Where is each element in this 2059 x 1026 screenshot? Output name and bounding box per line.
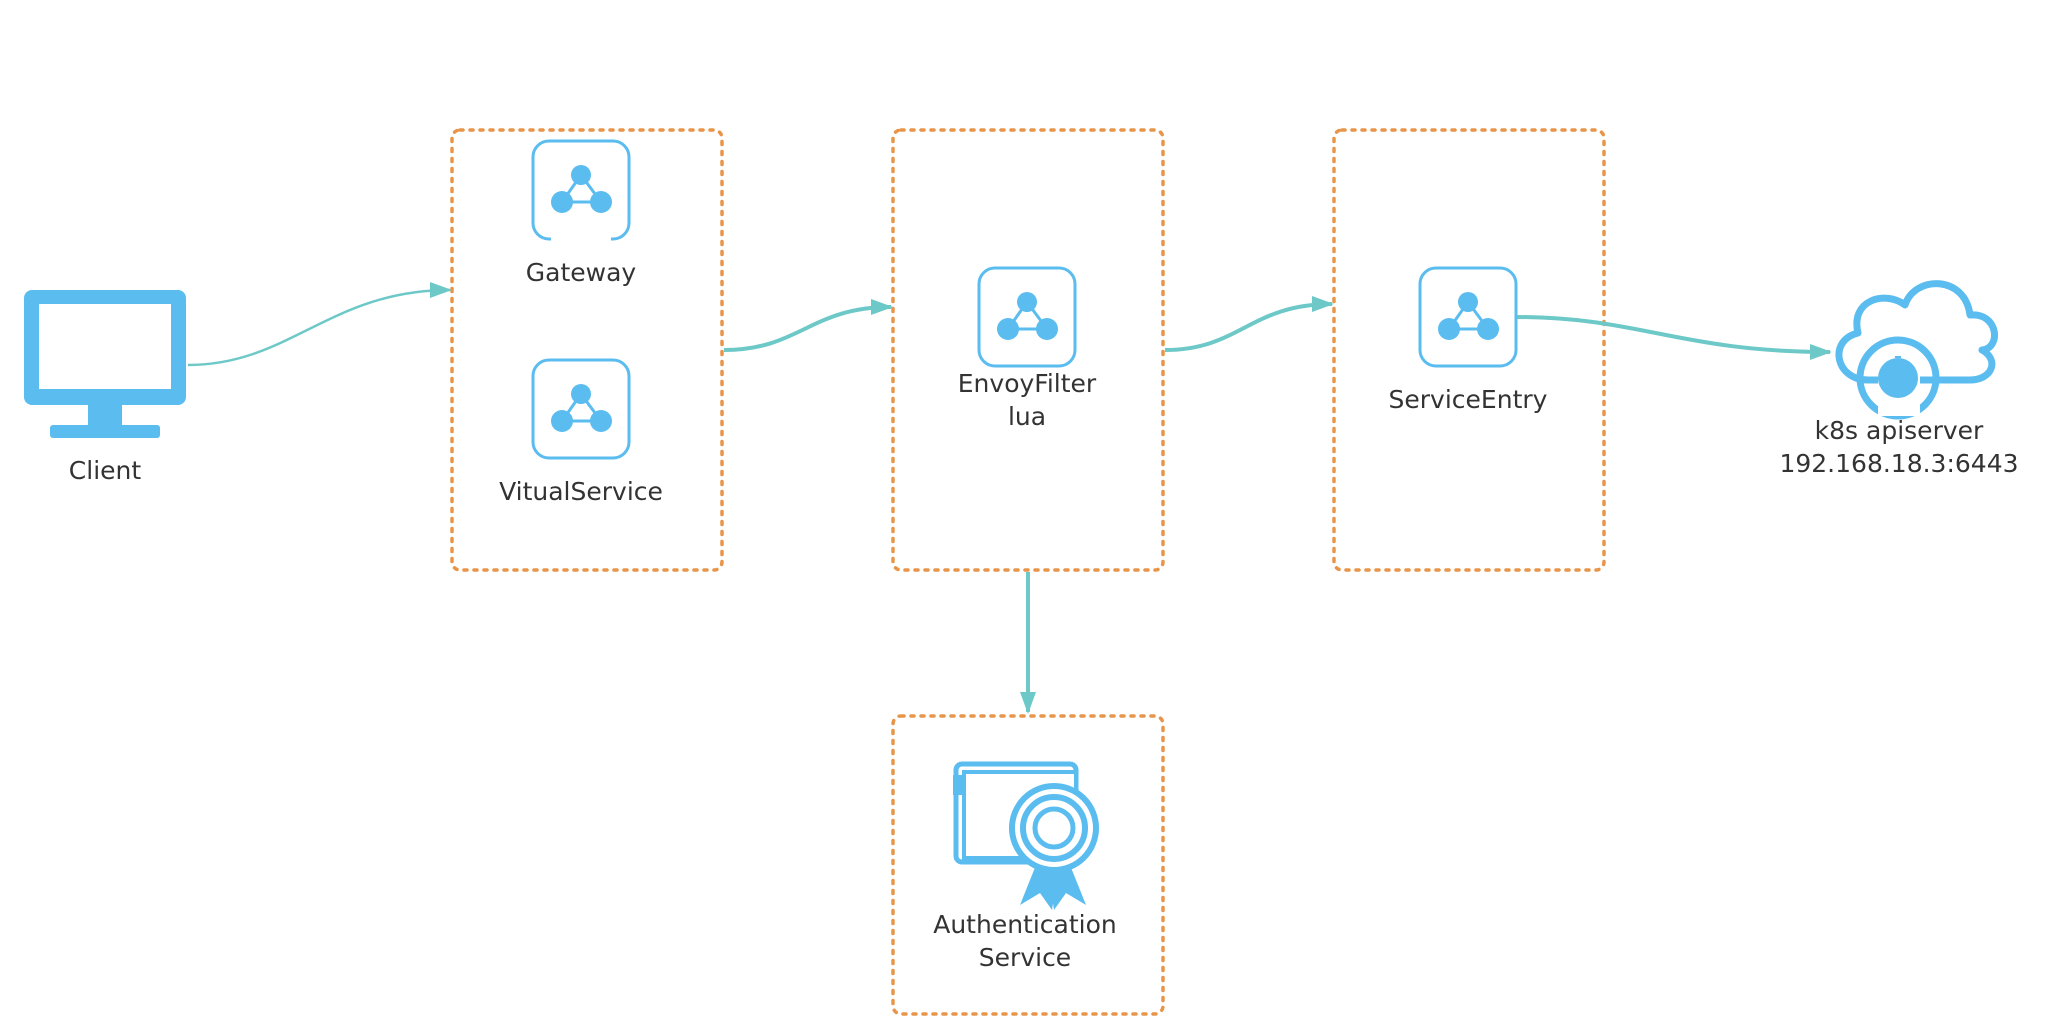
- network-node-icon: [531, 358, 631, 460]
- service-entry-group-box: [1332, 128, 1606, 572]
- k8s-apiserver-label: k8s apiserver: [1815, 416, 1984, 445]
- edge-client-to-gateway: [187, 282, 452, 367]
- envoy-filter-group-box: [891, 128, 1165, 572]
- cloud-headset-icon: [1835, 280, 1998, 420]
- client-label: Client: [69, 456, 142, 485]
- gateway-group-box: [450, 128, 724, 572]
- auth-service-label: Authentication: [933, 910, 1117, 939]
- network-node-icon: [1418, 266, 1518, 368]
- k8s-apiserver-address: 192.168.18.3:6443: [1779, 449, 2018, 478]
- gateway-label: Gateway: [526, 258, 637, 287]
- envoy-filter-sublabel: lua: [1008, 402, 1046, 431]
- virtual-service-label: VitualService: [499, 477, 663, 506]
- auth-service-sublabel: Service: [979, 943, 1071, 972]
- network-node-icon: [531, 139, 631, 241]
- certificate-icon: [953, 761, 1099, 910]
- envoy-filter-label: EnvoyFilter: [958, 369, 1097, 398]
- edge-envoyfilter-to-serviceentry: [1164, 296, 1334, 352]
- monitor-icon: [24, 290, 186, 438]
- network-node-icon: [977, 266, 1077, 368]
- edge-serviceentry-to-k8s: [1515, 315, 1832, 360]
- edge-gateway-to-envoyfilter: [723, 299, 893, 352]
- service-entry-label: ServiceEntry: [1389, 385, 1548, 414]
- auth-service-group-box: [891, 714, 1165, 1016]
